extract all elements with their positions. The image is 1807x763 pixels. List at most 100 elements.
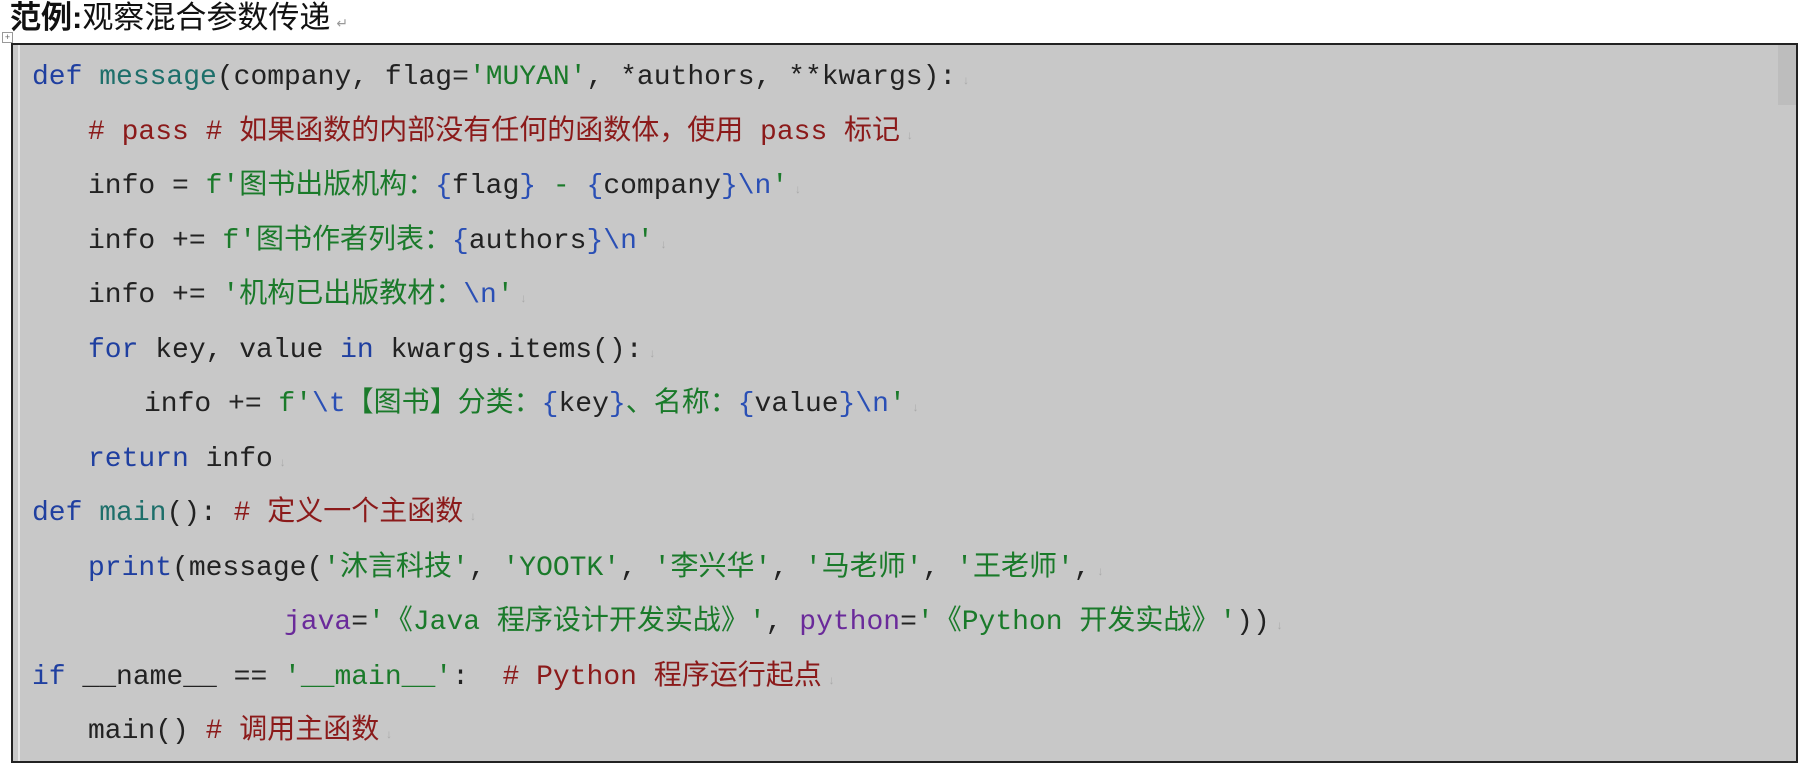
code-token: { <box>452 225 469 257</box>
code-line: if __name__ == '__main__': # Python 程序运行… <box>32 651 1283 706</box>
code-token: - <box>536 171 587 202</box>
code-token: { <box>541 389 559 420</box>
code-token: \t <box>312 389 346 420</box>
code-token: ' <box>771 171 789 202</box>
code-token: 'YOOTK' <box>502 552 621 584</box>
code-token: key <box>558 389 609 420</box>
code-token: ' <box>636 225 654 257</box>
line-break-mark-icon: ↓ <box>659 237 667 252</box>
code-token: in <box>340 334 374 366</box>
line-break-mark-icon: ↓ <box>648 346 656 361</box>
code-token: key, value <box>138 334 341 366</box>
code-token: { <box>586 171 604 202</box>
code-line: print(message('沐言科技', 'YOOTK', '李兴华', '马… <box>32 542 1283 597</box>
code-token: , <box>468 552 503 584</box>
code-token: = <box>900 607 917 638</box>
code-token: def <box>32 62 100 93</box>
code-token: } <box>519 171 537 202</box>
code-token: , <box>1073 552 1091 584</box>
code-token: ' <box>496 280 514 311</box>
code-line: # pass # 如果函数的内部没有任何的函数体，使用 pass 标记↓ <box>32 106 1283 161</box>
code-token: info <box>188 443 273 475</box>
code-token: , *authors, **kwargs): <box>586 62 957 93</box>
code-token: )) <box>1236 607 1270 638</box>
code-line: main() # 调用主函数 ↓ <box>32 705 1283 760</box>
line-break-mark-icon: ↓ <box>962 74 970 88</box>
code-line: info += f'图书作者列表：{authors}\n' ↓ <box>32 215 1283 270</box>
code-token: , <box>771 552 805 584</box>
code-token: { <box>435 171 453 202</box>
code-line: info += f'\t【图书】分类：{key}、名称：{value}\n'↓ <box>32 378 1283 433</box>
code-token: kwargs.items(): <box>373 334 643 366</box>
code-token: 【图书】分类： <box>345 389 542 420</box>
code-token: main <box>99 498 167 529</box>
code-token: , <box>765 607 800 638</box>
code-line: for key, value in kwargs.items(): ↓ <box>32 324 1283 379</box>
code-line: return info ↓ <box>32 433 1283 488</box>
code-token: info += <box>88 225 223 257</box>
code-token: (message( <box>172 552 324 584</box>
code-token: : <box>452 661 503 693</box>
code-token: f'图书出版机构： <box>205 171 436 202</box>
code-token: '马老师' <box>804 552 923 584</box>
scrollbar[interactable] <box>1778 45 1796 105</box>
code-token: f'图书作者列表： <box>222 225 453 257</box>
heading-label: 范例: <box>10 0 83 35</box>
line-break-mark-icon: ↓ <box>1096 564 1104 579</box>
code-token: }\n <box>838 389 889 420</box>
code-token: , <box>620 552 654 584</box>
code-token: return <box>88 443 189 475</box>
code-token: 、名称： <box>625 389 738 420</box>
line-break-mark-icon: ↓ <box>911 401 919 415</box>
code-token: for <box>88 334 139 366</box>
code-token: f' <box>278 389 313 420</box>
code-token: info = <box>88 171 206 202</box>
code-token: '《Java 程序设计开发实战》' <box>368 607 766 638</box>
line-break-mark-icon: ↓ <box>519 292 527 306</box>
heading-text: 观察混合参数传递 <box>82 0 331 35</box>
code-token: authors <box>468 225 587 257</box>
line-break-mark-icon: ↓ <box>1275 619 1283 633</box>
code-token: java <box>284 607 352 638</box>
code-token: info += <box>88 280 223 311</box>
line-break-mark-icon: ↓ <box>385 728 393 742</box>
code-token: # 调用主函数 <box>205 716 380 747</box>
table-move-handle-icon[interactable]: + <box>2 32 13 43</box>
code-line: java='《Java 程序设计开发实战》', python='《Python … <box>32 596 1283 651</box>
paragraph-mark-icon: ↵ <box>336 15 349 31</box>
code-token: = <box>351 607 369 638</box>
code-token: def <box>32 498 100 529</box>
heading: 范例:观察混合参数传递 ↵ <box>10 0 348 41</box>
code-token: flag <box>452 171 520 202</box>
code-token: main() <box>88 716 206 747</box>
code-token: ' <box>888 389 906 420</box>
line-break-mark-icon: ↓ <box>469 510 477 524</box>
line-break-mark-icon: ↓ <box>827 673 835 688</box>
code-token: \n <box>463 280 497 311</box>
code-block: def message(company, flag='MUYAN', *auth… <box>11 43 1798 763</box>
code-line: info += '机构已出版教材：\n'↓ <box>32 269 1283 324</box>
code-token: '沐言科技' <box>323 552 469 584</box>
code-block-border <box>18 45 20 761</box>
code-token: { <box>737 389 755 420</box>
code-token: '__main__' <box>284 661 453 693</box>
code-token: # 定义一个主函数 <box>233 498 464 529</box>
code-lines: def message(company, flag='MUYAN', *auth… <box>32 51 1283 760</box>
code-token: if <box>32 661 66 693</box>
code-token: info += <box>144 389 279 420</box>
code-token: '《Python 开发实战》' <box>916 607 1237 638</box>
code-token: , <box>922 552 957 584</box>
code-token: # Python 程序运行起点 <box>502 661 822 693</box>
code-token: message <box>99 62 217 93</box>
code-token: print <box>88 552 173 584</box>
code-token: }\n <box>586 225 637 257</box>
code-token: value <box>754 389 839 420</box>
code-token: # pass # 如果函数的内部没有任何的函数体，使用 pass 标记 <box>88 116 901 148</box>
code-token: '王老师' <box>956 552 1074 584</box>
code-token: }\n <box>720 171 772 202</box>
code-token: (): <box>166 498 234 529</box>
code-token: python <box>799 607 901 638</box>
code-token: company <box>603 171 721 202</box>
line-break-mark-icon: ↓ <box>278 455 287 470</box>
code-token: 'MUYAN' <box>468 62 587 93</box>
